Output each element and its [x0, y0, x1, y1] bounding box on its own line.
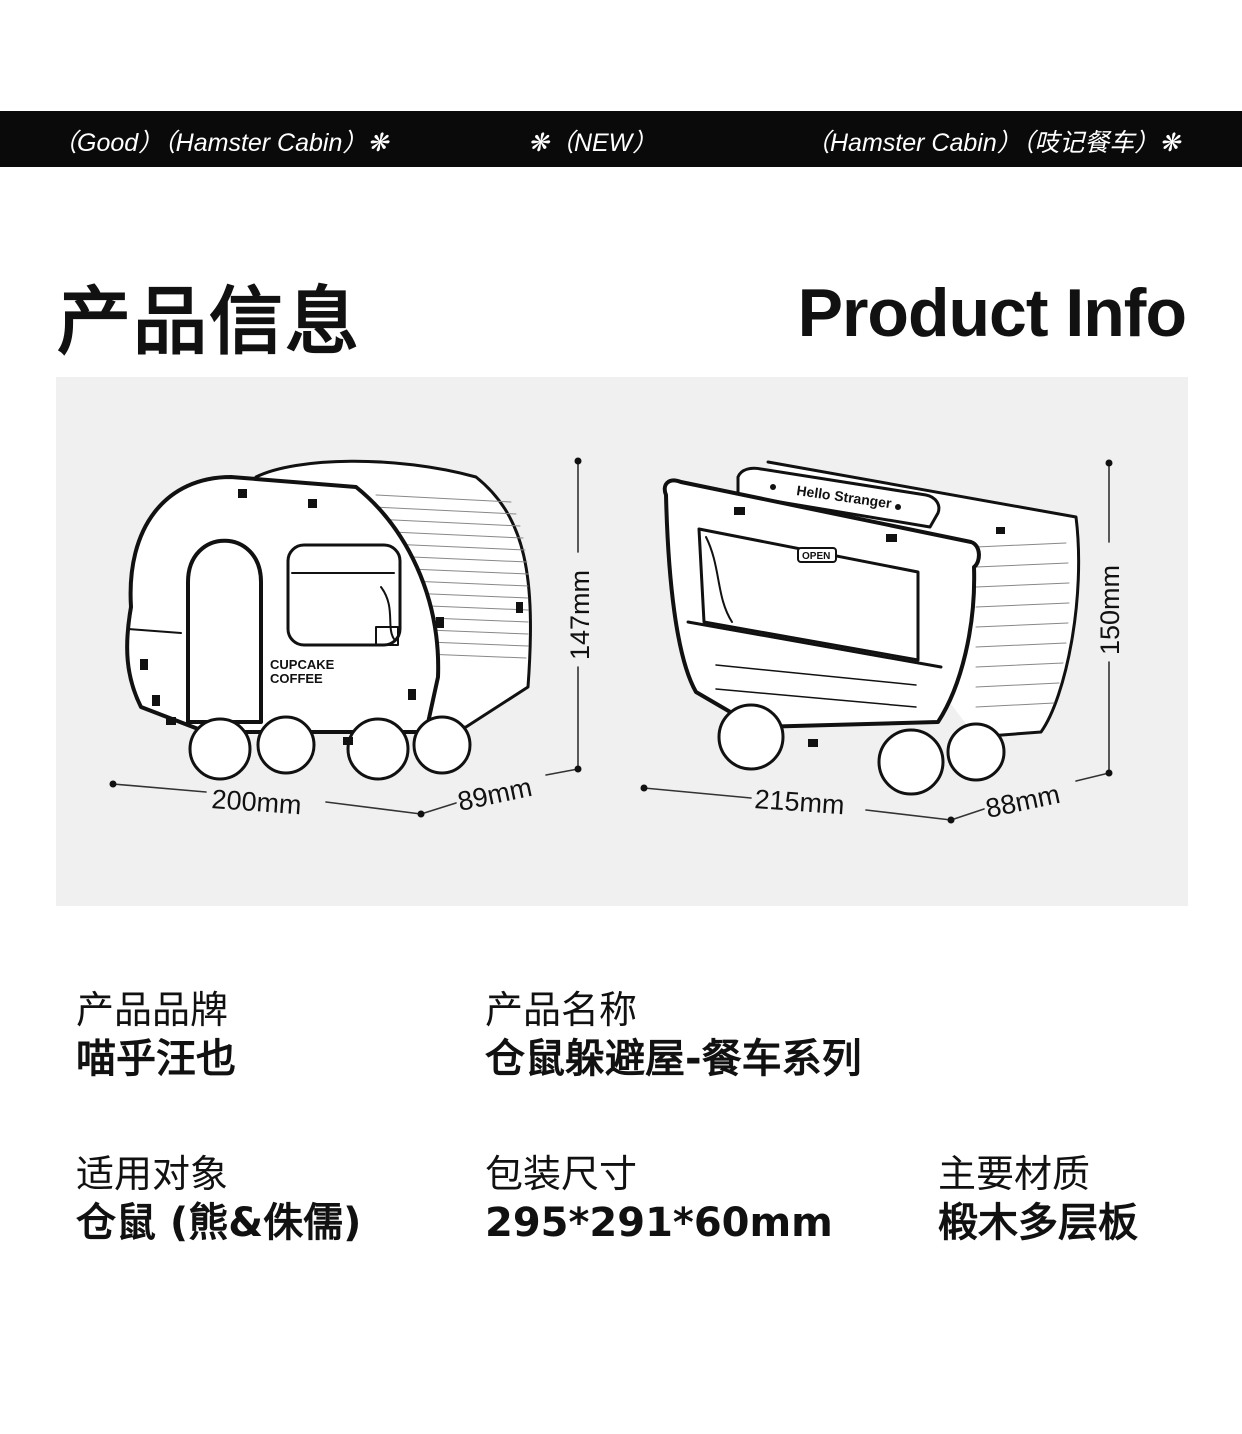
right-height-label: 150mm — [1095, 565, 1125, 655]
banner-left-text: （Good）（Hamster Cabin）❋ — [52, 129, 389, 157]
right-cabin-drawing — [662, 460, 1081, 796]
spec-label: 产品名称 — [485, 988, 638, 1032]
product-dimension-figure: CUPCAKE COFFEE Hello Stranger OPEN 200mm… — [56, 377, 1188, 906]
spec-value: 喵乎汪也 — [76, 1036, 236, 1082]
banner-right-text: （Hamster Cabin）（吱记餐车）❋ — [805, 129, 1181, 157]
spec-value: 仓鼠躲避屋-餐车系列 — [485, 1036, 862, 1082]
spec-value: 295*291*60mm — [485, 1200, 833, 1246]
page-title-english: Product Info — [797, 275, 1187, 351]
spec-label: 主要材质 — [938, 1152, 1091, 1196]
spec-label: 包装尺寸 — [485, 1152, 638, 1196]
banner-center-text: ❋（NEW） — [528, 129, 658, 157]
open-tag-text: OPEN — [802, 551, 830, 562]
spec-label: 适用对象 — [76, 1152, 229, 1196]
left-width-label: 200mm — [211, 784, 303, 820]
left-cabin-drawing — [125, 459, 532, 781]
spec-product-name: 产品名称 仓鼠躲避屋-餐车系列 — [485, 987, 862, 1085]
right-depth-label: 88mm — [983, 779, 1063, 824]
spec-brand: 产品品牌 喵乎汪也 — [76, 987, 236, 1085]
page-title-chinese: 产品信息 — [57, 279, 361, 365]
left-dimension-lines — [112, 460, 579, 815]
left-depth-label: 89mm — [455, 772, 535, 817]
left-sign-line-2: COFFEE — [270, 671, 323, 686]
left-sign-line-1: CUPCAKE — [270, 657, 335, 672]
spec-value: 椴木多层板 — [938, 1200, 1138, 1246]
dimension-illustration: CUPCAKE COFFEE Hello Stranger OPEN 200mm… — [109, 457, 1125, 824]
spec-material: 主要材质 椴木多层板 — [938, 1151, 1138, 1249]
spec-package-size: 包装尺寸 295*291*60mm — [485, 1151, 833, 1249]
spec-value: 仓鼠 (熊&侏儒) — [76, 1200, 362, 1246]
left-height-label: 147mm — [565, 570, 595, 660]
right-width-label: 215mm — [754, 784, 846, 820]
top-banner: （Good）（Hamster Cabin）❋ ❋（NEW） （Hamster C… — [0, 111, 1242, 167]
right-dimension-lines — [643, 462, 1110, 821]
spec-label: 产品品牌 — [76, 988, 229, 1032]
spec-target: 适用对象 仓鼠 (熊&侏儒) — [76, 1151, 361, 1249]
